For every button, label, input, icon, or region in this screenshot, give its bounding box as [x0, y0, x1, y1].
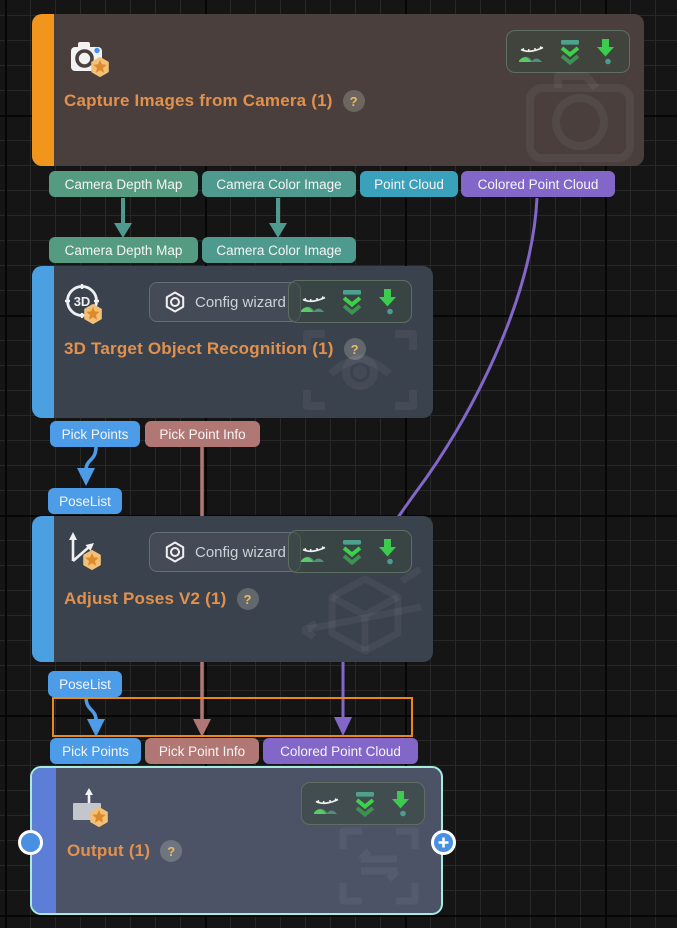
- wire-camera-depth-map: [114, 198, 287, 238]
- config-wizard-button[interactable]: Config wizard: [149, 282, 301, 322]
- port-pick-point-info-in[interactable]: Pick Point Info: [145, 738, 259, 764]
- port-colored-point-cloud-out[interactable]: Colored Point Cloud: [461, 171, 615, 197]
- node-3d-target-object-recognition[interactable]: 3D Config wizard 3D Target Object Reco: [32, 266, 433, 418]
- cube-watermark-icon: [302, 567, 422, 655]
- collapse-chevrons-icon[interactable]: [340, 538, 364, 565]
- port-colored-point-cloud-in[interactable]: Colored Point Cloud: [263, 738, 418, 764]
- help-button[interactable]: ?: [342, 90, 365, 112]
- port-pick-points-in[interactable]: Pick Points: [50, 738, 141, 764]
- download-icon[interactable]: [377, 538, 399, 565]
- port-camera-depth-map-in[interactable]: Camera Depth Map: [49, 237, 198, 263]
- 3d-target-star-icon: 3D: [65, 284, 102, 324]
- axes-star-icon: [69, 532, 101, 570]
- download-icon[interactable]: [595, 38, 617, 65]
- download-icon[interactable]: [390, 790, 412, 817]
- node-capture-images-from-camera[interactable]: Capture Images from Camera (1) ?: [32, 14, 644, 166]
- help-button[interactable]: ?: [236, 588, 259, 610]
- node-output[interactable]: Output (1) ?: [30, 766, 443, 915]
- camera-watermark-icon: [526, 72, 634, 162]
- node-toolbar: [288, 280, 412, 323]
- port-point-cloud-out[interactable]: Point Cloud: [360, 171, 458, 197]
- node-accent-bar: [32, 516, 54, 662]
- port-pick-point-info-out[interactable]: Pick Point Info: [145, 421, 260, 447]
- node-title: Capture Images from Camera (1): [64, 91, 333, 110]
- port-poselist-out[interactable]: PoseList: [48, 671, 122, 697]
- node-adjust-poses-v2[interactable]: Config wizard Adjust Poses V2 (1) ?: [32, 516, 433, 662]
- node-title: Adjust Poses V2 (1): [64, 589, 227, 608]
- config-wizard-label: Config wizard: [195, 293, 286, 311]
- plus-icon: [438, 837, 449, 848]
- collapse-chevrons-icon[interactable]: [340, 288, 364, 315]
- collapse-chevrons-icon[interactable]: [558, 38, 582, 65]
- help-button[interactable]: ?: [343, 338, 366, 360]
- port-pick-points-out[interactable]: Pick Points: [50, 421, 140, 447]
- image-preview-icon[interactable]: [301, 289, 327, 314]
- download-icon[interactable]: [377, 288, 399, 315]
- port-camera-color-image-out[interactable]: Camera Color Image: [202, 171, 356, 197]
- svg-text:3D: 3D: [74, 294, 91, 309]
- port-camera-color-image-in[interactable]: Camera Color Image: [202, 237, 356, 263]
- image-preview-icon[interactable]: [519, 39, 545, 64]
- node-accent-bar: [32, 266, 54, 418]
- add-port-button[interactable]: [431, 830, 456, 855]
- node-toolbar: [506, 30, 630, 73]
- config-wizard-label: Config wizard: [195, 543, 286, 561]
- camera-star-icon: [71, 42, 109, 77]
- node-toolbar: [301, 782, 425, 825]
- output-left-connector[interactable]: [18, 830, 43, 855]
- selection-box: [52, 697, 413, 737]
- image-preview-icon[interactable]: [314, 791, 340, 816]
- gear-icon: [165, 541, 185, 563]
- node-toolbar: [288, 530, 412, 573]
- output-watermark-icon: [339, 827, 419, 905]
- output-box-star-icon: [73, 788, 108, 827]
- config-wizard-button[interactable]: Config wizard: [149, 532, 301, 572]
- collapse-chevrons-icon[interactable]: [353, 790, 377, 817]
- port-poselist-in[interactable]: PoseList: [48, 488, 122, 514]
- node-title: Output (1): [67, 841, 151, 860]
- node-title: 3D Target Object Recognition (1): [64, 339, 334, 358]
- node-accent-bar: [32, 14, 54, 166]
- image-preview-icon[interactable]: [301, 539, 327, 564]
- help-button[interactable]: ?: [160, 840, 183, 862]
- gear-icon: [165, 291, 185, 313]
- port-camera-depth-map-out[interactable]: Camera Depth Map: [49, 171, 198, 197]
